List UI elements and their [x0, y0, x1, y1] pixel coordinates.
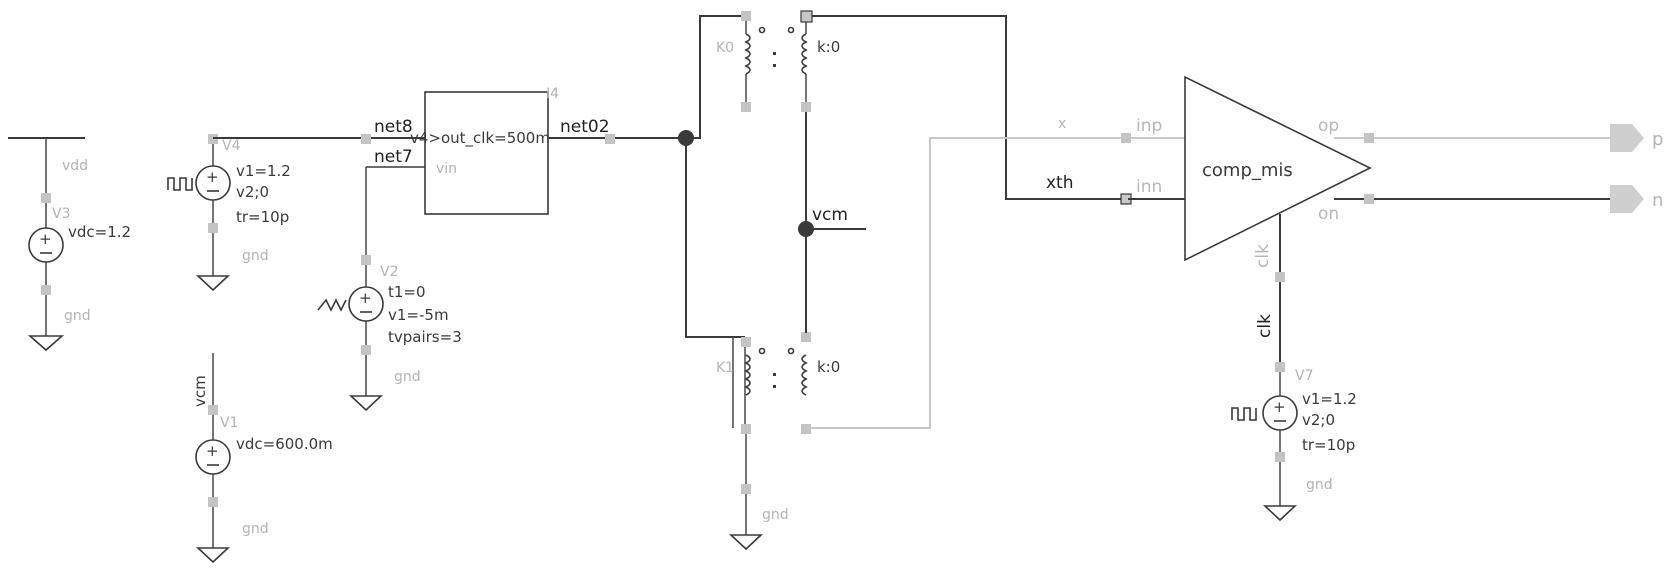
k1-gnd-label: gnd	[762, 507, 789, 523]
v2-param-0: t1=0	[388, 283, 426, 301]
v3-param-0: vdc=1.2	[68, 223, 131, 241]
pulse-waveform-icon	[167, 177, 193, 191]
ground-icon	[195, 275, 231, 292]
v7-param-2: tr=10p	[1302, 436, 1355, 454]
k1-transformer[interactable]: K1 k:0 gnd	[716, 332, 840, 551]
primary-coil-icon	[744, 354, 751, 396]
x-wire[interactable]	[806, 137, 1185, 429]
pwl-waveform-icon	[317, 298, 347, 312]
vcm-label: vcm	[812, 205, 848, 225]
v7-param-1: v2;0	[1302, 411, 1335, 429]
comparator-clk-pin: clk	[1253, 244, 1273, 268]
v1-gnd-label: gnd	[242, 521, 269, 537]
k1-name: K1	[716, 360, 734, 376]
clk-net-label: clk	[1255, 314, 1275, 338]
v2-name: V2	[380, 264, 398, 280]
port-n-label: n	[1652, 190, 1663, 211]
net02-down-wire	[685, 138, 745, 338]
v1-name: V1	[220, 415, 238, 431]
port-p-icon[interactable]	[1610, 124, 1644, 152]
secondary-coil-icon	[801, 33, 808, 75]
comparator-inp-pin: inp	[1136, 116, 1162, 136]
x-label: x	[1058, 116, 1066, 132]
comparator-inn-pin: inn	[1136, 177, 1162, 197]
v1-dc-source[interactable]: vcm V1 + vdc=600.0m gnd	[191, 353, 333, 564]
k1-coupling: k:0	[817, 358, 840, 376]
comparator-name: comp_mis	[1202, 160, 1293, 181]
k0-name: K0	[716, 40, 734, 56]
ground-icon	[728, 534, 764, 551]
i4-block[interactable]: I4 v4>out_clk=500m vin	[410, 86, 559, 215]
ground-icon	[195, 547, 231, 564]
v2-pwl-source[interactable]: V2 + t1=0 v1=-5m tvpairs=3 gnd	[317, 255, 462, 412]
port-n-icon[interactable]	[1610, 185, 1644, 213]
xth-wire[interactable]	[812, 15, 1128, 200]
k0-transformer[interactable]: K0 k:0	[716, 10, 840, 112]
xth-label: xth	[1046, 173, 1074, 193]
v1-param-0: vdc=600.0m	[236, 435, 333, 453]
plus-sign-icon: +	[1273, 398, 1286, 416]
v4-gnd-label: gnd	[242, 248, 269, 264]
vdd-rail: vdd	[8, 137, 88, 196]
comparator-op-pin: op	[1318, 116, 1339, 136]
v2-param-1: v1=-5m	[388, 306, 449, 324]
primary-coil-icon	[744, 33, 751, 75]
i4-top-text: v4>out_clk=500m	[410, 129, 550, 148]
net7-label: net7	[374, 147, 413, 167]
ground-icon	[1262, 505, 1298, 522]
v7-pulse-source[interactable]: V7 + v1=1.2 v2;0 tr=10p gnd	[1231, 362, 1357, 522]
plus-sign-icon: +	[39, 230, 52, 248]
i4-vin-pin-label: vin	[436, 161, 457, 177]
ground-icon	[27, 335, 65, 352]
comparator-comp-mis[interactable]: comp_mis inp inn op on clk	[1128, 75, 1372, 268]
v4-param-0: v1=1.2	[236, 162, 291, 180]
net8-label: net8	[374, 117, 413, 137]
ground-icon	[348, 395, 384, 412]
v2-param-2: tvpairs=3	[388, 328, 462, 346]
v4-pulse-source[interactable]: V4 + v1=1.2 v2;0 tr=10p gnd	[167, 134, 291, 292]
v4-param-1: v2;0	[236, 183, 269, 201]
v7-name: V7	[1295, 368, 1313, 384]
secondary-coil-icon	[801, 354, 808, 396]
vdd-label: vdd	[62, 158, 88, 174]
pulse-waveform-icon	[1231, 407, 1257, 421]
net02-label: net02	[560, 117, 610, 137]
k0-coupling: k:0	[817, 38, 840, 56]
v2-gnd-label: gnd	[394, 369, 421, 385]
v7-gnd-label: gnd	[1306, 477, 1333, 493]
v3-dc-source[interactable]: V3 + vdc=1.2 gnd	[27, 193, 131, 352]
comparator-on-pin: on	[1318, 204, 1339, 224]
v4-param-2: tr=10p	[236, 208, 289, 226]
v4-name: V4	[222, 138, 241, 154]
plus-sign-icon: +	[206, 168, 219, 186]
plus-sign-icon: +	[359, 289, 372, 307]
port-p-label: p	[1652, 129, 1663, 150]
i4-name: I4	[546, 86, 559, 102]
v3-gnd-label: gnd	[64, 308, 91, 324]
v1-net-label: vcm	[191, 375, 209, 407]
v3-name: V3	[52, 206, 70, 222]
plus-sign-icon: +	[206, 442, 219, 460]
net02-up-wire	[686, 15, 745, 139]
v7-param-0: v1=1.2	[1302, 390, 1357, 408]
